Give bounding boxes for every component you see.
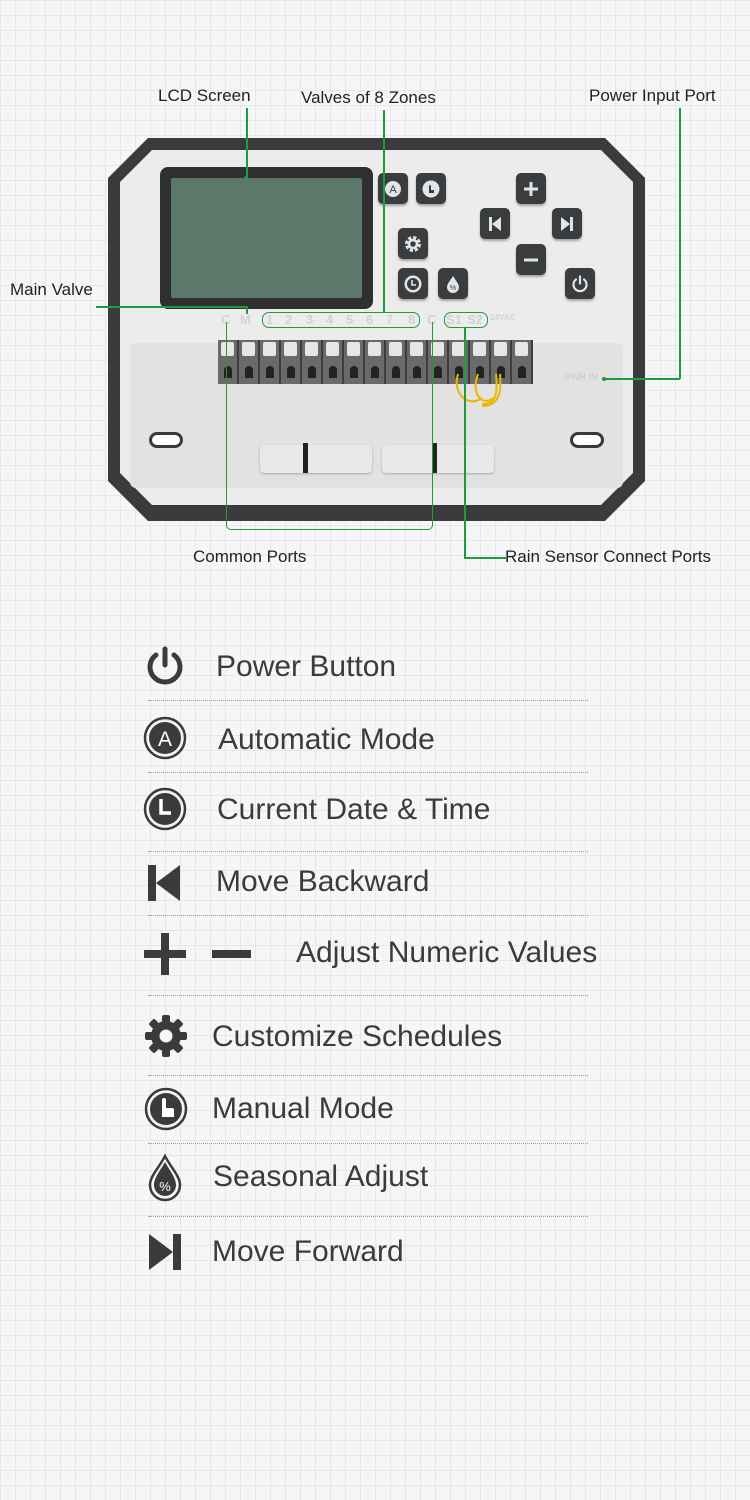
auto-mode-icon: A bbox=[143, 716, 187, 760]
svg-text:%: % bbox=[159, 1179, 171, 1194]
terminal-label: C bbox=[221, 312, 231, 327]
plus-icon bbox=[524, 181, 538, 196]
skip-back-icon bbox=[148, 865, 180, 901]
minus-icon bbox=[524, 258, 538, 261]
power-icon bbox=[572, 274, 588, 292]
svg-text:%: % bbox=[450, 285, 456, 292]
gear-icon bbox=[405, 235, 421, 252]
legend-power: Power Button bbox=[216, 650, 397, 683]
cover-latch bbox=[382, 445, 494, 473]
svg-text:A: A bbox=[158, 728, 172, 751]
plus-minus-icon bbox=[144, 933, 251, 975]
seasonal-adjust-button[interactable]: % bbox=[438, 268, 468, 299]
terminal-block bbox=[218, 340, 533, 384]
legend-adjust: Adjust Numeric Values bbox=[296, 936, 598, 969]
legend-seasonal: Seasonal Adjust bbox=[213, 1160, 429, 1193]
callout-common-ports: Common Ports bbox=[193, 547, 307, 566]
jumper-wires bbox=[455, 373, 502, 407]
legend-clock: Current Date & Time bbox=[217, 793, 491, 826]
forward-button[interactable] bbox=[552, 208, 582, 239]
power-button[interactable] bbox=[565, 268, 595, 299]
legend-forward: Move Forward bbox=[212, 1235, 404, 1268]
lcd-screen bbox=[171, 178, 362, 298]
terminal-label: S2 bbox=[467, 312, 483, 327]
clock-icon bbox=[143, 787, 187, 831]
manual-mode-button[interactable] bbox=[416, 173, 446, 204]
gear-icon bbox=[145, 1015, 187, 1057]
terminal-label: 4 bbox=[326, 312, 334, 327]
terminal-label: M bbox=[240, 312, 251, 327]
water-drop-percent-icon: % bbox=[148, 1154, 182, 1202]
skip-back-icon bbox=[489, 216, 501, 231]
terminal-label: 8 bbox=[408, 312, 416, 327]
cover-latch bbox=[260, 445, 372, 473]
terminal-label: 24VAC bbox=[490, 313, 516, 322]
minus-button[interactable] bbox=[516, 244, 546, 275]
legend-back: Move Backward bbox=[216, 865, 430, 898]
manual-hand-icon bbox=[144, 1087, 188, 1131]
skip-forward-icon bbox=[149, 1234, 181, 1270]
back-button[interactable] bbox=[480, 208, 510, 239]
callout-power-input: Power Input Port bbox=[589, 86, 716, 105]
terminal-label: 2 bbox=[285, 312, 293, 327]
mount-slot-left bbox=[149, 432, 183, 448]
callout-main-valve: Main Valve bbox=[10, 280, 93, 299]
manual-hand-icon bbox=[422, 180, 440, 197]
legend-customize: Customize Schedules bbox=[212, 1020, 503, 1053]
settings-button[interactable] bbox=[398, 228, 428, 259]
plus-button[interactable] bbox=[516, 173, 546, 204]
clock-icon bbox=[404, 275, 422, 292]
terminal-label: 5 bbox=[346, 312, 354, 327]
pwr-in-label: PWR IN bbox=[565, 372, 598, 382]
terminal-label: 3 bbox=[306, 312, 314, 327]
water-drop-percent-icon: % bbox=[447, 275, 459, 293]
mount-slot-right bbox=[570, 432, 604, 448]
terminal-label: 6 bbox=[366, 312, 374, 327]
legend-auto: Automatic Mode bbox=[218, 723, 435, 756]
clock-button[interactable] bbox=[398, 268, 428, 299]
common-ports-bracket bbox=[226, 322, 433, 530]
legend-manual: Manual Mode bbox=[212, 1092, 394, 1125]
terminal-label: 1 bbox=[266, 312, 274, 327]
svg-text:A: A bbox=[389, 184, 397, 196]
power-icon bbox=[147, 646, 183, 685]
skip-forward-icon bbox=[561, 216, 573, 231]
callout-rain-sensor: Rain Sensor Connect Ports bbox=[505, 547, 711, 566]
callout-valves: Valves of 8 Zones bbox=[301, 88, 436, 107]
callout-lcd-screen: LCD Screen bbox=[158, 86, 251, 105]
terminal-label: C bbox=[427, 312, 437, 327]
auto-mode-icon: A bbox=[384, 179, 402, 198]
terminal-label: 7 bbox=[386, 312, 394, 327]
